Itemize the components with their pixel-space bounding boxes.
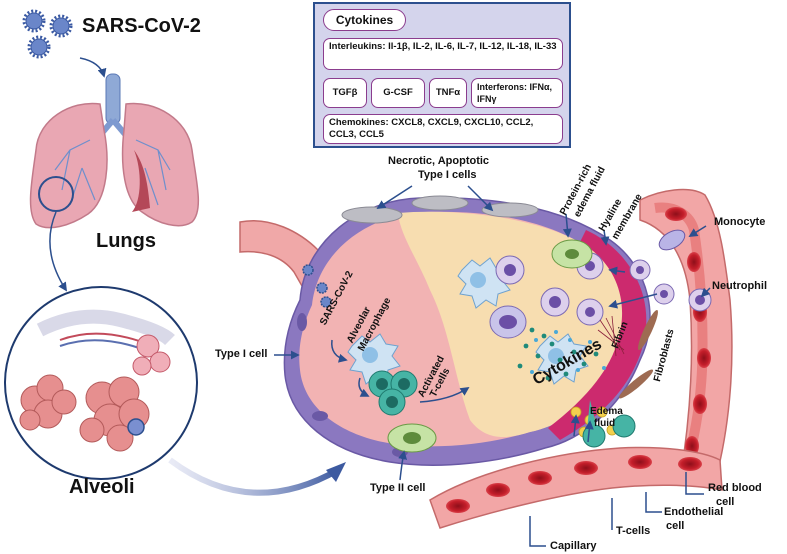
type1-cells-label: Type I cells — [418, 169, 477, 181]
blood-vessel-vertical — [629, 188, 733, 482]
endothelial-cell-label: cell — [666, 520, 685, 532]
capillary-label: Capillary — [550, 540, 597, 552]
edema-label: Edema — [590, 406, 623, 417]
lungs-illustration — [29, 73, 200, 229]
gcsf-chip: G-CSF — [371, 78, 425, 108]
lungs-to-alveoli-arrow — [49, 211, 67, 292]
tgfb-chip: TGFβ — [323, 78, 367, 108]
neutrophil-label: Neutrophil — [712, 280, 767, 292]
interleukins-chip: Interleukins: Il-1β, IL-2, IL-6, IL-7, I… — [323, 38, 563, 70]
endothelial-label: Endothelial — [664, 506, 724, 518]
fluid-label: fluid — [594, 418, 616, 429]
alveolus-cross-section — [239, 195, 658, 466]
alveoli-zoom-arrow — [168, 457, 340, 496]
monocyte-label: Monocyte — [714, 216, 766, 228]
cytokines-panel: Cytokines Interleukins: Il-1β, IL-2, IL-… — [313, 2, 571, 148]
capillary-horizontal — [429, 400, 723, 529]
type2-cell-label: Type II cell — [370, 482, 426, 494]
red-blood-label: Red blood — [708, 482, 762, 494]
annotation-arrows — [274, 185, 711, 547]
interferons-chip: Interferons: IFNα, IFNγ — [471, 78, 563, 108]
type1-cell-label: Type I cell — [215, 348, 268, 360]
virus-cluster-icon — [22, 9, 73, 59]
lungs-title: Lungs — [96, 230, 156, 252]
alveoli-title: Alveoli — [69, 476, 135, 498]
necrotic-label: Necrotic, Apoptotic — [388, 155, 490, 167]
alveoli-magnified-circle — [4, 286, 198, 480]
virus-title: SARS-CoV-2 — [82, 15, 201, 37]
tnfa-chip: TNFα — [429, 78, 467, 108]
cytokines-panel-title: Cytokines — [323, 9, 406, 31]
cell-label: cell — [716, 496, 735, 508]
chemokines-chip: Chemokines: CXCL8, CXCL9, CXCL10, CCL2, … — [323, 114, 563, 144]
virus-to-lungs-arrow — [79, 57, 107, 78]
tcells-label: T-cells — [616, 525, 651, 537]
